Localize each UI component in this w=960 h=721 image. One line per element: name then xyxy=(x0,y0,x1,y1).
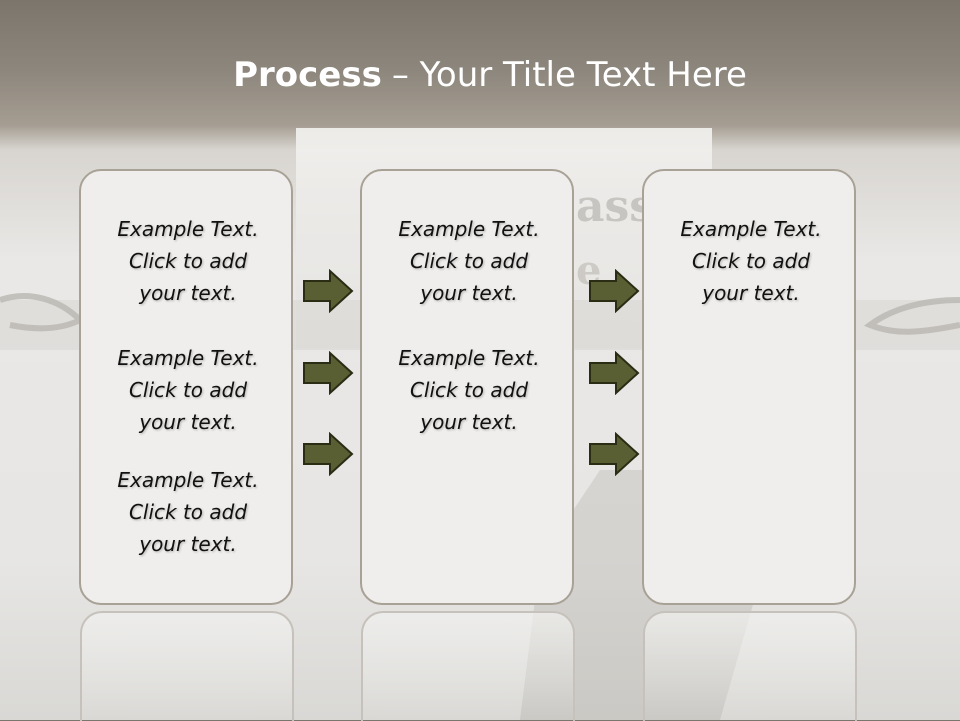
text-line: Click to add xyxy=(691,249,811,273)
right-arrow-icon[interactable] xyxy=(588,432,640,476)
text-line: Click to add xyxy=(409,378,529,402)
text-line: your text. xyxy=(420,281,518,305)
box-reflection-3 xyxy=(643,611,857,721)
text-line: your text. xyxy=(702,281,800,305)
process-box-1[interactable]: Example Text. Click to add your text. Ex… xyxy=(79,169,293,605)
text-line: Example Text. xyxy=(680,217,822,241)
right-arrow-icon[interactable] xyxy=(588,351,640,395)
box-reflection-1 xyxy=(80,611,294,721)
title-rest: – Your Title Text Here xyxy=(391,55,747,95)
text-line: Click to add xyxy=(128,249,248,273)
right-arrow-icon[interactable] xyxy=(302,432,354,476)
box-reflection-2 xyxy=(361,611,575,721)
process-box-3[interactable]: Example Text. Click to add your text. xyxy=(642,169,856,605)
text-block[interactable]: Example Text. Click to add your text. xyxy=(644,213,858,309)
right-arrow-icon[interactable] xyxy=(302,351,354,395)
background-wire-right xyxy=(863,297,960,335)
text-line: Click to add xyxy=(128,378,248,402)
text-line: your text. xyxy=(139,410,237,434)
text-line: Example Text. xyxy=(398,217,540,241)
text-line: Example Text. xyxy=(398,346,540,370)
process-box-2[interactable]: Example Text. Click to add your text. Ex… xyxy=(360,169,574,605)
text-line: your text. xyxy=(139,281,237,305)
text-block[interactable]: Example Text. Click to add your text. xyxy=(81,342,295,438)
title-bold: Process xyxy=(233,55,382,95)
text-block[interactable]: Example Text. Click to add your text. xyxy=(362,342,576,438)
text-line: your text. xyxy=(420,410,518,434)
text-line: Example Text. xyxy=(117,346,259,370)
background-text-1: ass xyxy=(576,181,654,232)
right-arrow-icon[interactable] xyxy=(302,269,354,313)
text-line: Click to add xyxy=(128,500,248,524)
text-block[interactable]: Example Text. Click to add your text. xyxy=(362,213,576,309)
text-line: Example Text. xyxy=(117,217,259,241)
slide-title[interactable]: Process– Your Title Text Here xyxy=(0,52,960,98)
text-line: your text. xyxy=(139,532,237,556)
text-block[interactable]: Example Text. Click to add your text. xyxy=(81,464,295,560)
text-block[interactable]: Example Text. Click to add your text. xyxy=(81,213,295,309)
text-line: Example Text. xyxy=(117,468,259,492)
right-arrow-icon[interactable] xyxy=(588,269,640,313)
text-line: Click to add xyxy=(409,249,529,273)
